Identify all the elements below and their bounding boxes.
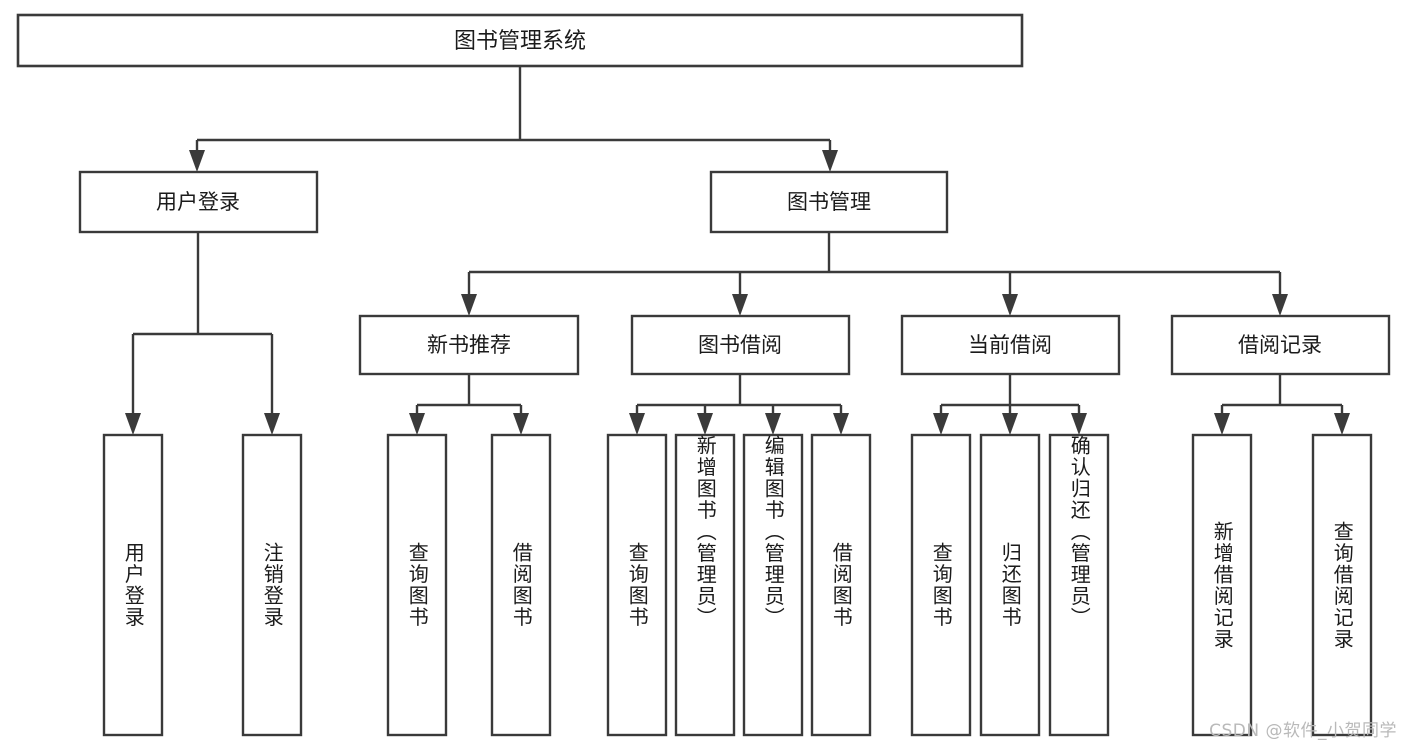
arrow-bookborrow-leaf3-icon: [765, 413, 781, 435]
arrow-borrowrecord-leaf2-icon: [1334, 413, 1350, 435]
arrow-currentborrow-leaf3-icon: [1071, 413, 1087, 435]
arrow-root-to-bookmgmt-icon: [822, 150, 838, 172]
arrow-bookborrow-leaf1-icon: [629, 413, 645, 435]
node-borrow-record-label: 借阅记录: [1238, 333, 1322, 357]
node-book-management[interactable]: 图书管理: [709, 170, 949, 234]
leaf-box-new-book-1[interactable]: [386, 433, 448, 737]
arrow-login-leaf2-icon: [264, 413, 280, 435]
node-user-login-label: 用户登录: [156, 190, 240, 214]
node-book-borrow[interactable]: 图书借阅: [630, 314, 851, 376]
node-root-label: 图书管理系统: [454, 29, 586, 54]
node-book-borrow-label: 图书借阅: [698, 333, 782, 357]
node-new-book-recommend-label: 新书推荐: [427, 333, 511, 357]
leaf-box-book-borrow-1[interactable]: [606, 433, 668, 737]
arrow-bookmgmt-to-new-icon: [461, 294, 477, 316]
leaf-box-new-book-2[interactable]: [490, 433, 552, 737]
arrow-bookborrow-leaf2-icon: [697, 413, 713, 435]
arrow-borrowrecord-leaf1-icon: [1214, 413, 1230, 435]
leaf-box-current-borrow-2[interactable]: [979, 433, 1041, 737]
node-current-borrow-label: 当前借阅: [968, 333, 1052, 357]
arrow-bookmgmt-to-borrow-icon: [732, 294, 748, 316]
arrow-login-leaf1-icon: [125, 413, 141, 435]
arrow-bookmgmt-to-record-icon: [1272, 294, 1288, 316]
leaf-box-borrow-record-1[interactable]: [1191, 433, 1253, 737]
csdn-watermark: CSDN @软件_小贺同学: [1209, 721, 1397, 741]
leaf-box-current-borrow-1[interactable]: [910, 433, 972, 737]
node-borrow-record[interactable]: 借阅记录: [1170, 314, 1391, 376]
arrow-bookborrow-leaf4-icon: [833, 413, 849, 435]
leaf-box-user-login-2[interactable]: [241, 433, 303, 737]
node-new-book-recommend[interactable]: 新书推荐: [358, 314, 580, 376]
arrow-newbook-leaf2-icon: [513, 413, 529, 435]
arrow-currentborrow-leaf1-icon: [933, 413, 949, 435]
arrow-newbook-leaf1-icon: [409, 413, 425, 435]
node-root[interactable]: 图书管理系统: [16, 13, 1024, 68]
leaf-box-book-borrow-4[interactable]: [810, 433, 872, 737]
arrow-currentborrow-leaf2-icon: [1002, 413, 1018, 435]
arrow-root-to-login-icon: [189, 150, 205, 172]
leaf-box-user-login-1[interactable]: [102, 433, 164, 737]
arrow-bookmgmt-to-current-icon: [1002, 294, 1018, 316]
node-current-borrow[interactable]: 当前借阅: [900, 314, 1121, 376]
node-book-management-label: 图书管理: [787, 190, 871, 214]
leaf-box-book-borrow-2[interactable]: [674, 433, 736, 737]
leaf-box-book-borrow-3[interactable]: [742, 433, 804, 737]
leaf-box-borrow-record-2[interactable]: [1311, 433, 1373, 737]
node-user-login[interactable]: 用户登录: [78, 170, 319, 234]
leaf-box-current-borrow-3[interactable]: [1048, 433, 1110, 737]
